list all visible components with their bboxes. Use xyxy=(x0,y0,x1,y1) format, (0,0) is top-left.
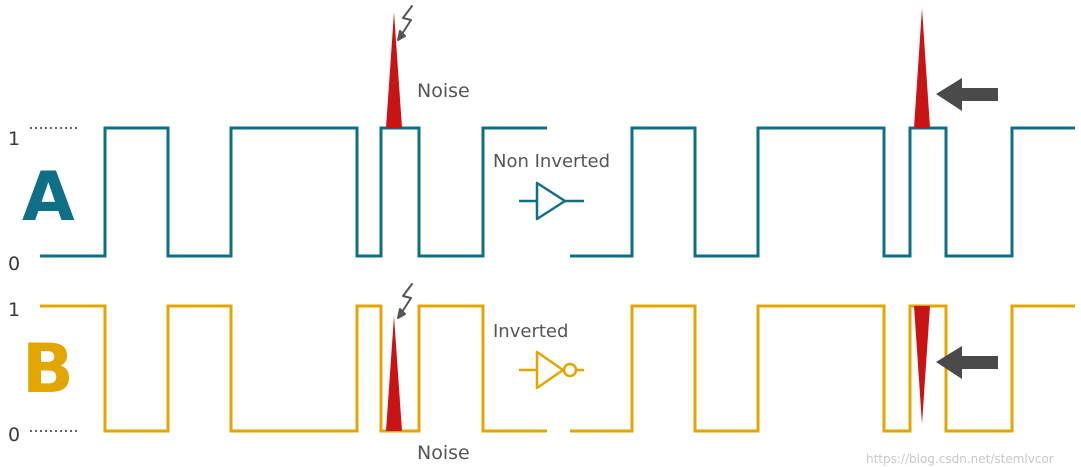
signal-a-output-waveform xyxy=(570,126,1075,258)
not-gate-icon xyxy=(519,350,584,390)
signal-a-output-noise-spike xyxy=(914,8,930,128)
inverted-gate-label: Inverted xyxy=(493,321,568,342)
lightning-bolt-icon xyxy=(397,283,413,319)
signal-a-input-waveform xyxy=(40,126,547,258)
left-arrow-icon xyxy=(936,346,998,379)
signal-b-input-waveform xyxy=(40,304,547,433)
signal-b-output-waveform xyxy=(570,304,1075,433)
signal-a-noise-label: Noise xyxy=(417,80,470,102)
left-arrow-icon xyxy=(936,78,998,111)
signal-b-input-noise-spike xyxy=(386,316,402,431)
signal-b-output-noise-spike xyxy=(914,306,930,424)
signal-b-low-label: 0 xyxy=(8,424,20,446)
signal-a-low-label: 0 xyxy=(8,253,20,275)
watermark: https://blog.csdn.net/stemlvcor xyxy=(866,452,1054,466)
signal-a-letter: A xyxy=(22,158,75,237)
signal-a-high-label: 1 xyxy=(8,128,20,150)
lightning-bolt-icon xyxy=(397,5,413,41)
signal-a-input-noise-spike xyxy=(386,12,402,128)
signal-b-letter: B xyxy=(22,330,74,409)
signal-b-high-label: 1 xyxy=(8,299,20,321)
signal-b-noise-label: Noise xyxy=(417,442,470,464)
non-inverted-gate-label: Non Inverted xyxy=(493,151,610,172)
buffer-gate-icon xyxy=(519,181,584,221)
